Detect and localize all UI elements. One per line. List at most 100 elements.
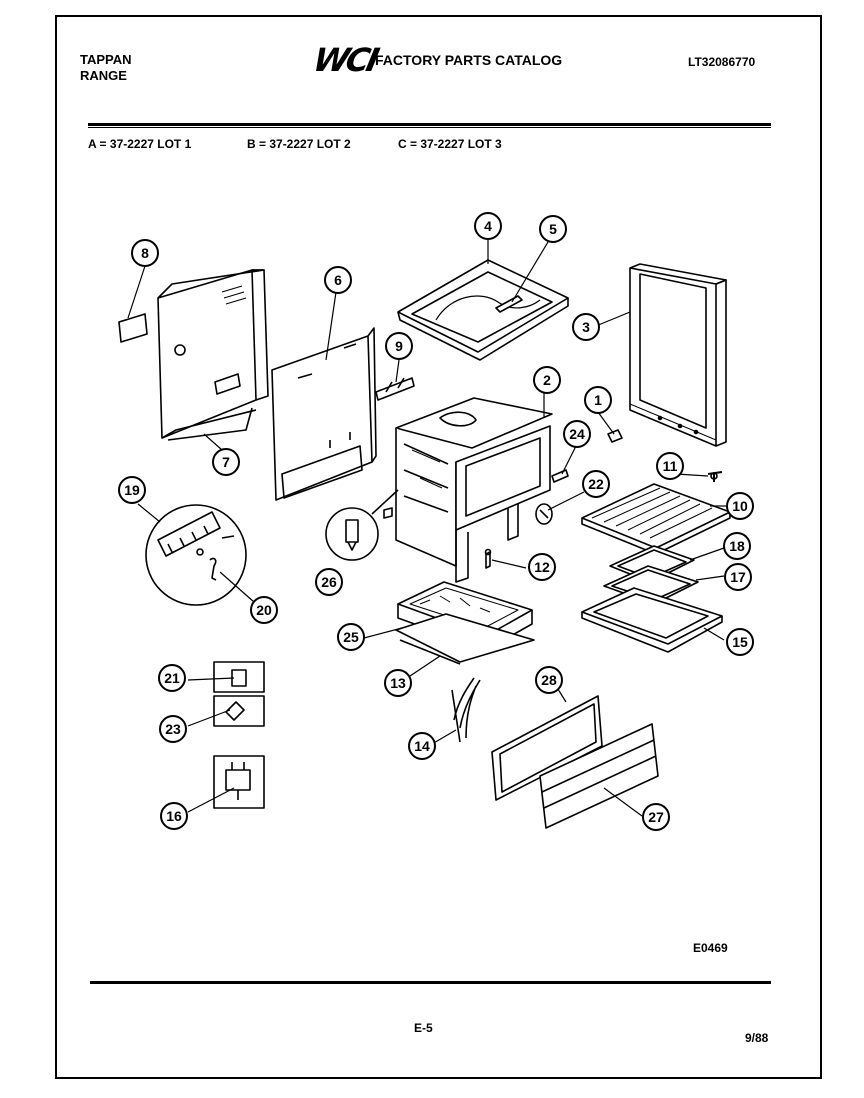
callout-circle — [160, 802, 188, 830]
callout-number: 16 — [166, 808, 182, 824]
callout-number: 9 — [395, 338, 403, 354]
callout-number: 19 — [124, 482, 140, 498]
part-15-callout: 15 — [726, 628, 754, 656]
callout-number: 21 — [164, 670, 180, 686]
callout-circle — [656, 452, 684, 480]
callout-circle — [726, 628, 754, 656]
callout-number: 8 — [141, 245, 149, 261]
part-25-callout: 25 — [337, 623, 365, 651]
part-3-side-panel — [629, 263, 727, 447]
callout-number: 13 — [390, 675, 406, 691]
footer-rule — [90, 981, 771, 984]
part-9-callout: 9 — [385, 332, 413, 360]
part-24-clip — [551, 469, 569, 483]
callout-number: 1 — [594, 392, 602, 408]
header-rule-thin — [88, 127, 771, 128]
part-9-bracket — [375, 377, 415, 401]
callout-number: 2 — [543, 372, 551, 388]
callout-circle — [723, 532, 751, 560]
part-19-callout: 19 — [118, 476, 146, 504]
lot-c-label: C = 37-2227 LOT 3 — [398, 137, 502, 151]
part-15-broiler-pan — [581, 587, 723, 653]
callout-circle — [726, 492, 754, 520]
callout-circle — [159, 715, 187, 743]
callout-circle — [474, 212, 502, 240]
part-12-pin — [484, 548, 492, 569]
part-2-callout: 2 — [533, 366, 561, 394]
lot-b-label: B = 37-2227 LOT 2 — [247, 137, 351, 151]
page-number: E-5 — [414, 1021, 433, 1035]
brand-label: TAPPAN — [80, 52, 132, 67]
callout-circle — [131, 239, 159, 267]
callout-circle — [528, 553, 556, 581]
callout-circle — [385, 332, 413, 360]
callout-number: 28 — [541, 672, 557, 688]
part-14-callout: 14 — [408, 732, 436, 760]
callout-circle — [408, 732, 436, 760]
part-13-callout: 13 — [384, 669, 412, 697]
part-16-callout: 16 — [160, 802, 188, 830]
callout-number: 6 — [334, 272, 342, 288]
callout-number: 3 — [582, 319, 590, 335]
part-12-callout: 12 — [528, 553, 556, 581]
callout-number: 14 — [414, 738, 430, 754]
callout-number: 10 — [732, 498, 748, 514]
model-number: LT32086770 — [688, 55, 756, 69]
callout-circle — [324, 266, 352, 294]
callout-number: 11 — [663, 458, 678, 474]
part-8-callout: 8 — [131, 239, 159, 267]
diagram-code: E0469 — [693, 941, 728, 955]
callout-circle — [642, 803, 670, 831]
callout-number: 12 — [534, 559, 550, 575]
part-22-callout: 22 — [582, 470, 610, 498]
callout-circle — [539, 215, 567, 243]
part-18-callout: 18 — [723, 532, 751, 560]
part-10-callout: 10 — [726, 492, 754, 520]
part-4-callout: 4 — [474, 212, 502, 240]
part-17-callout: 17 — [724, 563, 752, 591]
callout-number: 26 — [321, 574, 337, 590]
callout-circle — [315, 568, 343, 596]
callout-number: 7 — [222, 454, 230, 470]
part-27-drawer-front — [539, 723, 659, 829]
part-24-callout: 24 — [563, 420, 591, 448]
callout-circle — [563, 420, 591, 448]
callout-circle — [584, 386, 612, 414]
part-3-callout: 3 — [572, 313, 600, 341]
callout-circle — [118, 476, 146, 504]
callout-circle — [212, 448, 240, 476]
part-1-callout: 1 — [584, 386, 612, 414]
callout-number: 25 — [343, 629, 359, 645]
callout-number: 27 — [648, 809, 664, 825]
callout-circle — [535, 666, 563, 694]
part-13-base — [395, 613, 535, 665]
callout-number: 24 — [569, 426, 585, 442]
part-21-callout: 21 — [158, 664, 186, 692]
part-19-20-detail-inset — [145, 504, 247, 606]
callout-number: 5 — [549, 221, 557, 237]
part-5-callout: 5 — [539, 215, 567, 243]
part-22-fitting — [535, 503, 553, 525]
callout-circle — [337, 623, 365, 651]
part-21-valve-box — [213, 661, 265, 693]
callout-number: 22 — [588, 476, 604, 492]
part-4-top-panel — [397, 259, 569, 361]
part-27-callout: 27 — [642, 803, 670, 831]
callout-number: 17 — [730, 569, 746, 585]
product-label: RANGE — [80, 68, 127, 83]
catalog-title: FACTORY PARTS CATALOG — [375, 52, 563, 68]
part-7-callout: 7 — [212, 448, 240, 476]
callout-circle — [384, 669, 412, 697]
callout-number: 18 — [729, 538, 745, 554]
part-8-label-plate — [118, 313, 148, 343]
callout-circle — [582, 470, 610, 498]
part-11-foot — [707, 471, 723, 482]
callout-number: 15 — [732, 634, 748, 650]
callout-circle — [572, 313, 600, 341]
date-code: 9/88 — [745, 1031, 769, 1045]
callout-circle — [158, 664, 186, 692]
part-6-callout: 6 — [324, 266, 352, 294]
part-28-door-panel — [491, 695, 603, 801]
